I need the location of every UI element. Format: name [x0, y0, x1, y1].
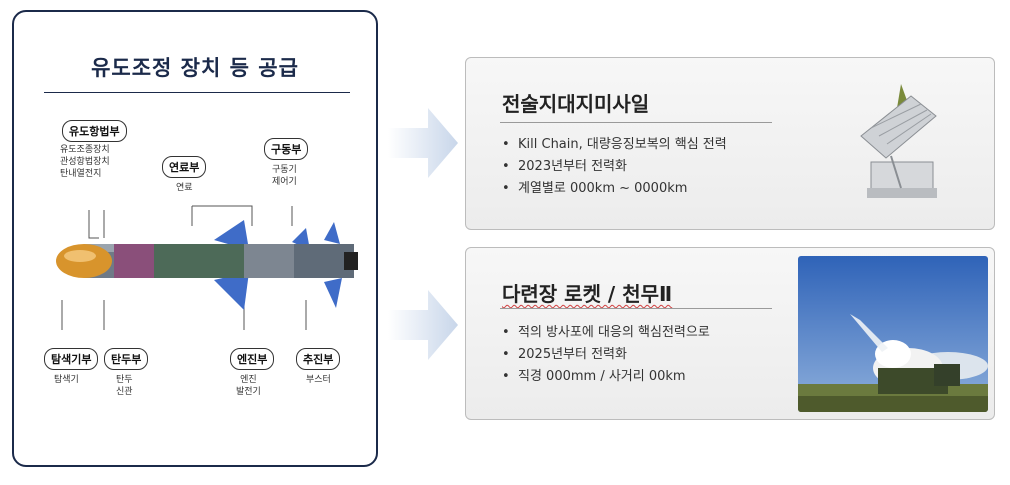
- card-divider: [500, 122, 772, 123]
- missile-launcher-image: [860, 84, 937, 198]
- tag-drive: 구동부: [264, 138, 309, 160]
- title-divider: [44, 92, 350, 93]
- tag-fuel: 연료부: [162, 156, 207, 178]
- tag-booster: 추진부: [296, 348, 341, 370]
- bullet-item: Kill Chain, 대량응징보복의 핵심 전력: [500, 134, 727, 156]
- component-panel: 유도조정 장치 등 공급 유도항법부 유도조종장치 관성항법장치 탄내열전지 연…: [12, 10, 378, 467]
- arrow-right-icon: [388, 108, 458, 178]
- missile-illustration: [56, 205, 358, 330]
- card-tactical-missile: 전술지대지미사일 Kill Chain, 대량응징보복의 핵심 전력 2023년…: [465, 57, 995, 230]
- bullet-item: 2025년부터 전력화: [500, 344, 710, 366]
- panel-title: 유도조정 장치 등 공급: [91, 56, 299, 80]
- drive-sub: 구동기 제어기: [272, 165, 297, 187]
- card-title: 전술지대지미사일: [502, 92, 650, 116]
- card-mlrs-chunmoo: 다련장 로켓 / 천무Ⅱ 적의 방사포에 대응의 핵심전력으로 2025년부터 …: [465, 247, 995, 420]
- tag-guidance: 유도항법부: [62, 120, 127, 142]
- tag-seeker: 탐색기부: [44, 348, 99, 370]
- bullet-item: 적의 방사포에 대응의 핵심전력으로: [500, 322, 710, 344]
- seeker-sub: 탐색기: [54, 375, 79, 385]
- card-title: 다련장 로켓 / 천무Ⅱ: [502, 282, 673, 306]
- bullet-item: 계열별로 000km ~ 0000km: [500, 178, 727, 200]
- tag-engine: 엔진부: [230, 348, 275, 370]
- booster-sub: 부스터: [306, 375, 331, 385]
- card-bullets: 적의 방사포에 대응의 핵심전력으로 2025년부터 전력화 직경 000mm …: [500, 322, 710, 388]
- tag-warhead: 탄두부: [104, 348, 149, 370]
- bullet-item: 2023년부터 전력화: [500, 156, 727, 178]
- card-bullets: Kill Chain, 대량응징보복의 핵심 전력 2023년부터 전력화 계열…: [500, 134, 727, 200]
- arrow-right-icon: [388, 290, 458, 360]
- guidance-sub: 유도조종장치 관성항법장치 탄내열전지: [60, 145, 110, 179]
- fuel-sub: 연료: [176, 183, 193, 193]
- card-divider: [500, 308, 772, 309]
- bullet-item: 직경 000mm / 사거리 00km: [500, 366, 710, 388]
- missile-diagram: 유도항법부 유도조종장치 관성항법장치 탄내열전지 연료부 연료 구동부 구동기…: [44, 112, 364, 412]
- engine-sub: 엔진 발전기: [236, 375, 261, 397]
- rocket-launch-photo: [798, 256, 988, 412]
- warhead-sub: 탄두 신관: [116, 375, 133, 397]
